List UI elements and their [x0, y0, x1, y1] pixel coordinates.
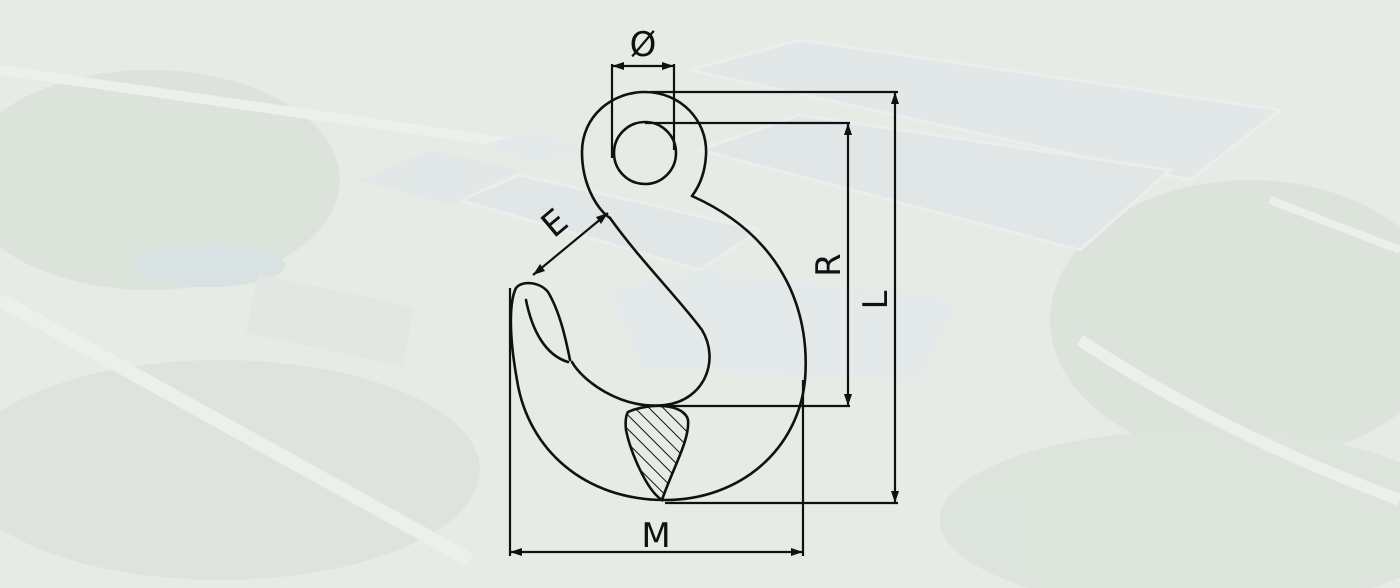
diameter-arrow-right	[662, 62, 674, 70]
hook-eye-hole	[612, 120, 678, 186]
l-arrow-bottom	[891, 491, 899, 503]
l-arrow-top	[891, 92, 899, 104]
e-label: E	[534, 201, 576, 245]
m-label: M	[641, 516, 670, 556]
hook-cross-section	[624, 404, 690, 502]
r-label: R	[809, 253, 849, 277]
diameter-arrow-left	[612, 62, 624, 70]
r-arrow-bottom	[844, 394, 852, 406]
m-arrow-left	[510, 548, 522, 556]
e-arrow-upper	[596, 213, 608, 224]
hook-outer-curve	[509, 194, 807, 502]
l-label: L	[856, 290, 896, 309]
hook-throat-curve	[570, 216, 711, 407]
e-arrow-lower	[533, 264, 545, 275]
e-dimension-line	[532, 212, 609, 276]
r-arrow-top	[844, 123, 852, 135]
m-arrow-right	[791, 548, 803, 556]
hook-eye-outer	[580, 90, 708, 220]
diameter-label: Ø	[630, 25, 657, 65]
hook-shank-inner	[524, 298, 570, 364]
hook-tip	[514, 281, 572, 362]
